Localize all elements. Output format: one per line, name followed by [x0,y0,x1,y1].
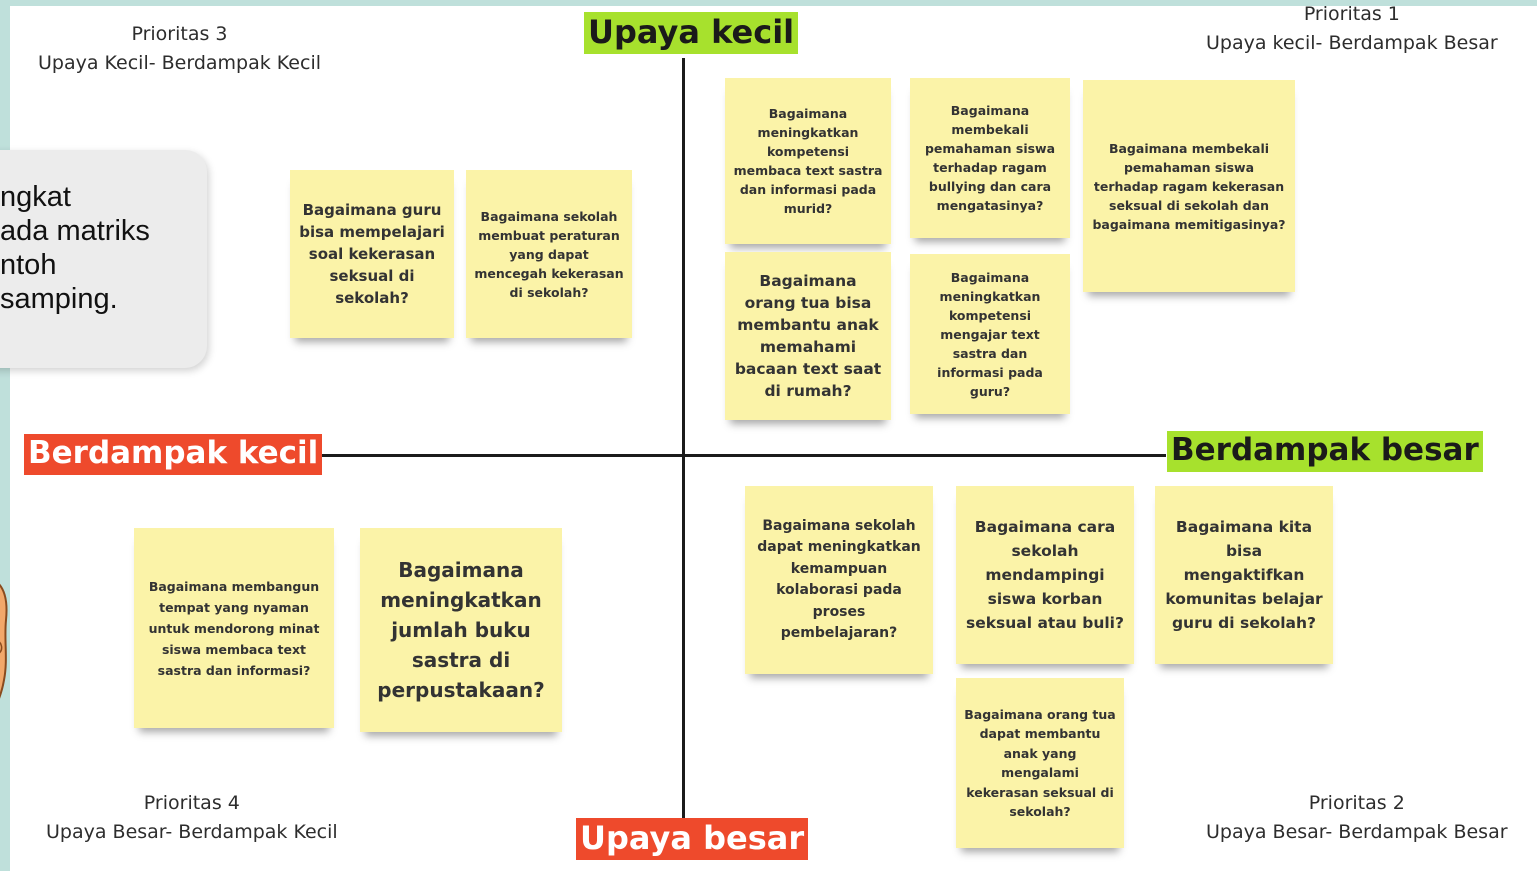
callout-line: samping. [0,283,118,315]
priority-4-desc: Upaya Besar- Berdampak Kecil [46,821,338,843]
priority-4-name: Prioritas 4 [143,792,240,814]
sticky-note[interactable]: Bagaimana orang tua dapat membantu anak … [956,678,1124,848]
quadrant-label-priority-1: Prioritas 1 Upaya kecil- Berdampak Besar [1206,6,1498,58]
axis-label-top: Upaya kecil [584,12,799,54]
sticky-note[interactable]: Bagaimana meningkatkan jumlah buku sastr… [360,528,562,732]
pointing-hand-icon [0,584,8,699]
sticky-note[interactable]: Bagaimana guru bisa mempelajari soal kek… [290,170,454,338]
horizontal-axis-line [306,454,1166,457]
priority-2-name: Prioritas 2 [1308,792,1405,814]
sticky-note[interactable]: Bagaimana membekali pemahaman siswa terh… [1083,80,1295,292]
note-text: Bagaimana meningkatkan kompetensi membac… [733,106,883,216]
note-text: Bagaimana guru bisa mempelajari soal kek… [299,201,445,307]
note-text: Bagaimana membekali pemahaman siswa terh… [1092,140,1286,232]
callout-line: ada matriks [0,215,150,247]
sticky-note[interactable]: Bagaimana orang tua bisa membantu anak m… [725,252,891,420]
callout-line: ngkat [0,181,71,213]
sticky-note[interactable]: Bagaimana cara sekolah mendampingi siswa… [956,486,1134,664]
axis-label-right: Berdampak besar [1167,431,1483,472]
note-text: Bagaimana kita bisa mengaktifkan komunit… [1165,518,1323,632]
priority-1-desc: Upaya kecil- Berdampak Besar [1206,32,1498,54]
note-text: Bagaimana meningkatkan kompetensi mengaj… [937,269,1043,399]
note-text: Bagaimana membekali pemahaman siswa terh… [924,103,1056,213]
sticky-note[interactable]: Bagaimana meningkatkan kompetensi mengaj… [910,254,1070,414]
instruction-callout [0,150,207,368]
priority-3-name: Prioritas 3 [131,23,228,45]
sticky-note[interactable]: Bagaimana membangun tempat yang nyaman u… [134,528,334,728]
quadrant-label-priority-3: Prioritas 3 Upaya Kecil- Berdampak Kecil [38,20,321,78]
axis-label-left: Berdampak kecil [24,434,323,475]
note-text: Bagaimana sekolah membuat peraturan yang… [474,208,624,300]
note-text: Bagaimana cara sekolah mendampingi siswa… [966,518,1124,632]
sticky-note[interactable]: Bagaimana sekolah membuat peraturan yang… [466,170,632,338]
axis-label-bottom: Upaya besar [576,818,809,860]
priority-2-desc: Upaya Besar- Berdampak Besar [1206,821,1508,843]
sticky-note[interactable]: Bagaimana membekali pemahaman siswa terh… [910,78,1070,238]
priority-matrix-board: Upaya kecil Upaya besar Berdampak kecil … [10,6,1537,871]
sticky-note[interactable]: Bagaimana sekolah dapat meningkatkan kem… [745,486,933,674]
note-text: Bagaimana meningkatkan jumlah buku sastr… [377,558,545,702]
sticky-note[interactable]: Bagaimana kita bisa mengaktifkan komunit… [1155,486,1333,664]
sticky-note[interactable]: Bagaimana meningkatkan kompetensi membac… [725,78,891,244]
callout-line: ntoh [0,249,57,281]
note-text: Bagaimana sekolah dapat meningkatkan kem… [757,517,921,642]
quadrant-label-priority-2: Prioritas 2 Upaya Besar- Berdampak Besar [1206,789,1508,847]
note-text: Bagaimana orang tua dapat membantu anak … [964,706,1116,820]
note-text: Bagaimana orang tua bisa membantu anak m… [734,272,882,400]
vertical-axis-line [682,58,685,824]
note-text: Bagaimana membangun tempat yang nyaman u… [148,578,320,678]
quadrant-label-priority-4: Prioritas 4 Upaya Besar- Berdampak Kecil [46,789,338,847]
priority-1-name: Prioritas 1 [1303,6,1400,25]
priority-3-desc: Upaya Kecil- Berdampak Kecil [38,52,322,74]
callout-text: ngkat ada matriks ntoh samping. [0,180,150,316]
